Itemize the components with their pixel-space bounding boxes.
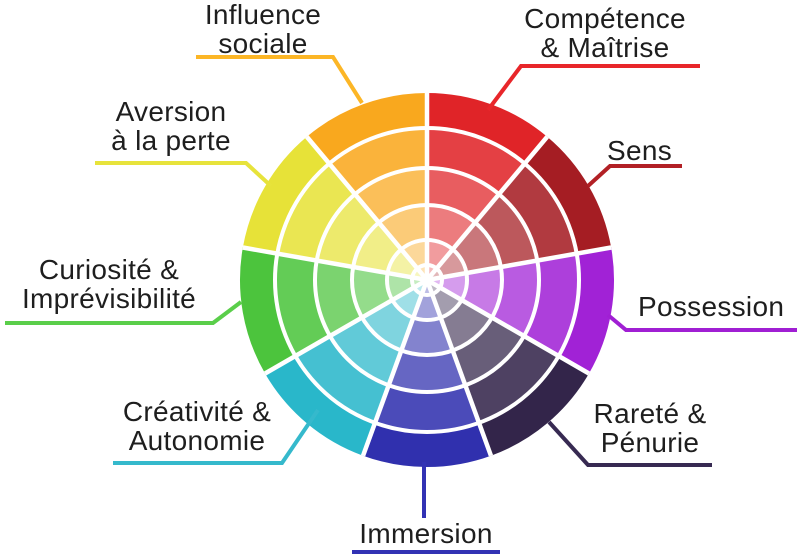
wedge-rarete-ring-4	[465, 336, 559, 423]
wedge-curiosite-ring-5	[240, 247, 296, 374]
label-line: Imprévisibilité	[21, 283, 197, 314]
label-line: Rareté &	[593, 398, 707, 429]
wedge-sens-ring-4	[498, 163, 577, 261]
wedge-creativite-ring-3	[330, 317, 402, 386]
wedge-aversion-ring-3	[316, 194, 379, 267]
wedge-creativite-ring-5	[265, 356, 376, 456]
connector-aversion	[95, 161, 273, 188]
wedge-immersion-ring-5	[363, 422, 491, 468]
connector-creativite	[113, 408, 320, 465]
label-line: Aversion	[115, 96, 227, 127]
wedge-possession-ring-4	[523, 253, 580, 356]
wedge-rarete-ring-5	[478, 356, 589, 456]
label-immersion: Immersion	[359, 519, 492, 548]
connector-possession	[606, 313, 797, 332]
spoke-separator	[360, 279, 430, 457]
wedge-competence-ring-5	[427, 93, 548, 164]
connector-sens	[586, 164, 682, 188]
wedge-aversion-ring-4	[277, 163, 356, 261]
spoke-separator	[424, 279, 494, 457]
label-competence-maitrise: Compétence & Maîtrise	[524, 4, 686, 62]
label-line: Influence	[204, 0, 322, 30]
wedge-immersion-ring-2	[401, 317, 453, 356]
label-sens: Sens	[607, 136, 672, 165]
wedge-possession-ring-1	[439, 273, 468, 300]
wedge-sens-ring-3	[475, 194, 538, 267]
spoke-separator	[263, 278, 429, 376]
label-line: Immersion	[359, 518, 493, 549]
label-line: Créativité &	[122, 396, 272, 427]
spoke-separator	[426, 245, 612, 283]
wedge-curiosite-ring-1	[387, 273, 415, 300]
wedge-immersion-ring-4	[375, 385, 479, 432]
connector-curiosite	[5, 300, 243, 325]
label-line: Possession	[638, 291, 785, 322]
wedge-sens-ring-5	[524, 136, 612, 254]
spoke-separator	[425, 135, 549, 282]
spoke-separator	[425, 278, 591, 376]
connector-rarete	[547, 420, 712, 467]
label-line: à la perte	[111, 125, 231, 156]
label-aversion-a-la-perte: Aversion à la perte	[111, 97, 231, 155]
label-possession: Possession	[638, 292, 784, 321]
connector-competence	[486, 64, 700, 112]
label-creativite-autonomie: Créativité & Autonomie	[123, 397, 271, 455]
wedge-competence-ring-3	[427, 168, 499, 223]
wedge-aversion-ring-5	[242, 136, 330, 254]
wedge-possession-ring-5	[558, 247, 614, 374]
label-line: & Maîtrise	[540, 32, 670, 63]
label-line: Curiosité &	[38, 254, 180, 285]
wedge-influence-ring-5	[306, 93, 427, 164]
label-curiosite-imprevisibilite: Curiosité & Imprévisibilité	[22, 255, 196, 313]
label-line: Autonomie	[128, 425, 266, 456]
spoke-separator	[305, 135, 429, 282]
wedge-influence-ring-4	[329, 128, 427, 195]
wedge-influence-ring-3	[355, 168, 427, 223]
wedge-creativite-ring-4	[295, 336, 389, 423]
label-influence-sociale: Influence sociale	[205, 0, 321, 58]
connector-influence	[196, 55, 364, 105]
label-line: Pénurie	[600, 427, 700, 458]
label-line: sociale	[218, 28, 308, 59]
spoke-separator	[242, 245, 428, 283]
label-rarete-penurie: Rareté & Pénurie	[594, 399, 707, 457]
wedge-competence-ring-4	[427, 128, 525, 195]
wedge-rarete-ring-3	[452, 317, 524, 386]
wedge-curiosite-ring-4	[275, 253, 331, 356]
label-line: Compétence	[524, 3, 686, 34]
label-line: Sens	[607, 135, 673, 166]
wedge-immersion-ring-3	[388, 350, 466, 392]
